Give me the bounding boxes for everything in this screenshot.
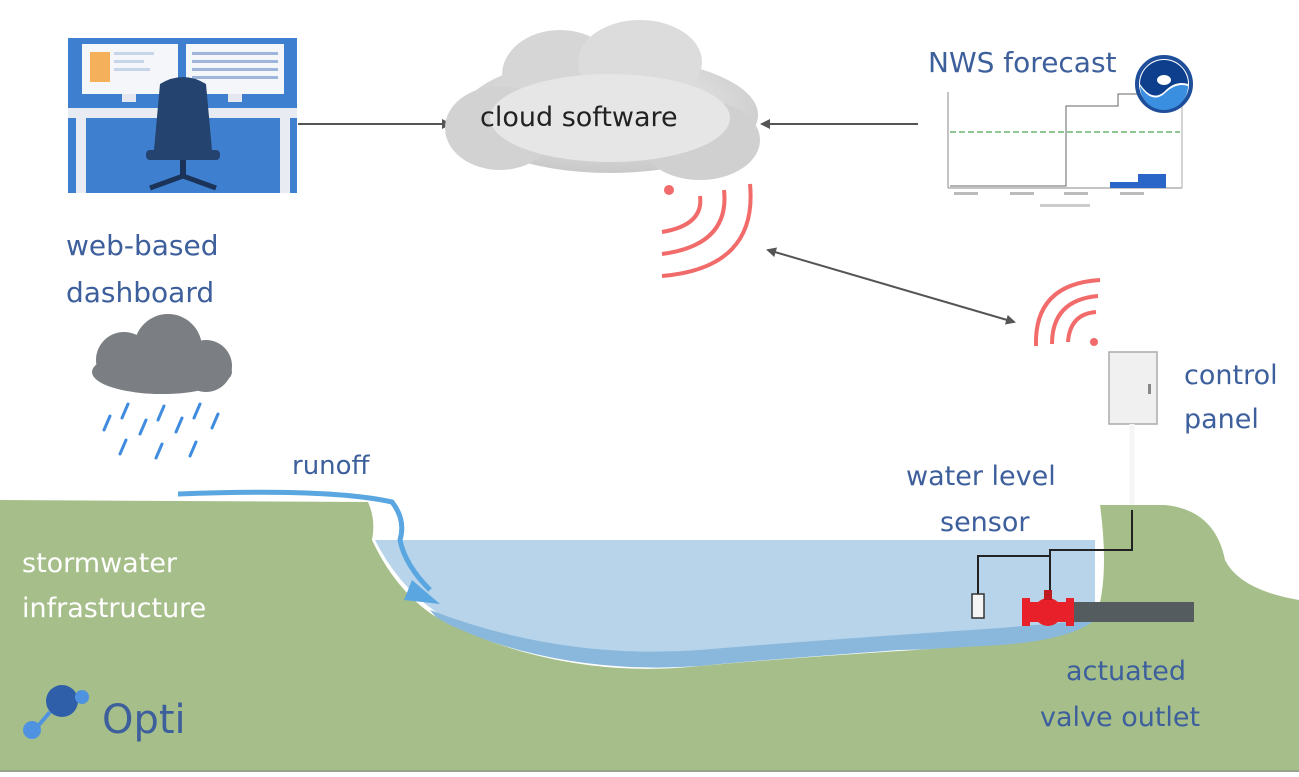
outlet-pipe — [1072, 602, 1194, 622]
control-panel-label-line1: control — [1184, 360, 1278, 391]
runoff-flow-arrow — [177, 489, 432, 592]
dashboard-label-line2: dashboard — [66, 276, 214, 309]
runoff-arrow-head — [404, 580, 440, 604]
nws-forecast-label: NWS forecast — [928, 46, 1117, 79]
valve-icon — [1022, 590, 1074, 626]
runoff-label: runoff — [292, 451, 371, 481]
water-level-label-line2: sensor — [940, 507, 1030, 538]
wireless-signal-icon — [661, 183, 753, 278]
desktop-workstation-icon — [68, 38, 297, 193]
wireless-signal-icon — [1033, 278, 1101, 347]
noaa-logo-icon — [1135, 55, 1193, 113]
control-panel-icon — [1108, 351, 1158, 425]
valve-label-line1: actuated — [1066, 656, 1186, 687]
water-level-label-line1: water level — [906, 461, 1056, 492]
sensor-icon — [971, 593, 985, 619]
pond-water — [375, 540, 1095, 663]
opti-brand-label: Opti — [102, 697, 186, 743]
rain-cloud-icon — [92, 314, 232, 460]
control-panel-label-line2: panel — [1184, 404, 1259, 435]
stormwater-label-line1: stormwater — [22, 548, 178, 579]
arrow-cloud-control — [766, 247, 1016, 325]
control-wire-valve — [1049, 510, 1133, 598]
opti-logo-icon — [23, 685, 89, 739]
cloud-software-label: cloud software — [480, 102, 678, 133]
ground-terrain — [0, 500, 1299, 772]
valve-label-line2: valve outlet — [1040, 702, 1200, 733]
dashboard-label-line1: web-based — [66, 229, 219, 262]
control-wire-sensor — [977, 555, 1050, 596]
cloud-icon — [445, 20, 760, 180]
stormwater-label-line2: infrastructure — [22, 593, 206, 624]
